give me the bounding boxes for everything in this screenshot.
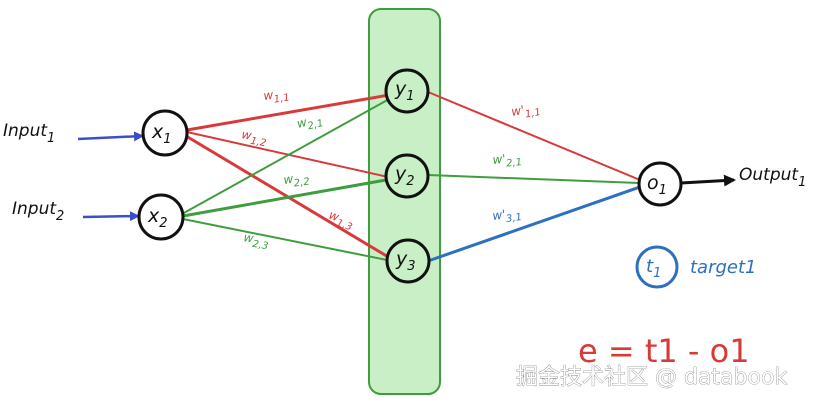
hidden-node-y2: y2 bbox=[384, 153, 430, 199]
edge-x1-y1 bbox=[186, 93, 390, 132]
error-equation: e = t1 - o1 bbox=[578, 332, 750, 370]
input2-arrow bbox=[82, 211, 140, 222]
svg-text:x2: x2 bbox=[147, 205, 168, 231]
input2-label: Input2 bbox=[12, 199, 64, 224]
hidden-node-y1: y1 bbox=[384, 68, 430, 114]
hidden-layer-band bbox=[368, 8, 441, 395]
edge-x2-y1 bbox=[181, 97, 392, 215]
target-symbol: t1 bbox=[646, 256, 661, 281]
weight-label-w21: w2,1 bbox=[295, 111, 324, 135]
output-arrow bbox=[680, 174, 736, 187]
weight-label-w22: w2,2 bbox=[282, 170, 310, 191]
weight-label-w13: w1,3 bbox=[326, 208, 356, 234]
weight-label-w-prime-31: w'3,1 bbox=[491, 205, 522, 227]
input-hidden-connections bbox=[181, 93, 392, 261]
weight-label-w23: w2,3 bbox=[242, 230, 270, 252]
input-node-x2: x2 bbox=[137, 193, 185, 241]
input1-label: Input1 bbox=[3, 121, 55, 146]
weight-label-w12: w1,2 bbox=[240, 127, 268, 149]
edge-x2-y3 bbox=[182, 218, 388, 261]
input1-arrow bbox=[77, 131, 144, 142]
weight-label-w-prime-11: w'1,1 bbox=[510, 100, 542, 123]
watermark-text: 掘金技术社区 @ databook bbox=[516, 365, 787, 390]
hidden-node-y3: y3 bbox=[385, 238, 431, 284]
edge-x2-y2 bbox=[182, 178, 387, 218]
hidden-output-connections bbox=[427, 91, 641, 263]
svg-text:y1: y1 bbox=[394, 78, 415, 104]
svg-text:y2: y2 bbox=[394, 163, 415, 189]
output-label: Output1 bbox=[739, 165, 806, 190]
target-text: target1 bbox=[690, 257, 757, 278]
target-circle bbox=[635, 245, 679, 289]
weight-label-w-prime-21: w'2,1 bbox=[492, 150, 523, 171]
svg-text:o1: o1 bbox=[647, 172, 667, 198]
svg-text:y3: y3 bbox=[395, 248, 416, 274]
input-node-x1: x1 bbox=[141, 109, 189, 157]
edge-y3-o1 bbox=[427, 185, 641, 263]
svg-text:x1: x1 bbox=[151, 121, 172, 147]
weight-label-w11: w1,1 bbox=[262, 86, 290, 107]
edge-y1-o1 bbox=[427, 91, 641, 181]
edge-y2-o1 bbox=[427, 174, 640, 184]
target-legend: t1 target1 bbox=[635, 245, 757, 289]
output-node-o1: o1 bbox=[637, 161, 683, 207]
